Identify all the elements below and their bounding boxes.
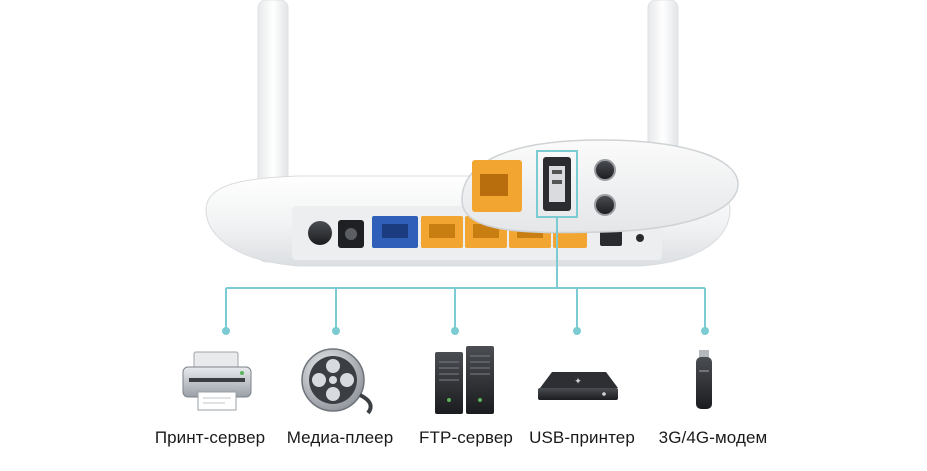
device-label-usb-printer: USB-принтер <box>529 428 635 447</box>
zoomed-button-top-icon <box>594 159 616 181</box>
server-tower-icon <box>435 346 494 414</box>
connector-dots <box>222 327 709 335</box>
device-label-3g-4g-modem: 3G/4G-модем <box>658 428 768 447</box>
svg-text:✦: ✦ <box>574 377 582 387</box>
film-reel-icon <box>301 348 373 415</box>
device-label-print-server: Принт-сервер <box>154 428 266 447</box>
magnifier-lens <box>461 139 739 234</box>
printer-icon <box>182 351 252 411</box>
device-label-ftp-server: FTP-сервер <box>419 428 513 447</box>
device-label-media-player: Медиа-плеер <box>286 428 394 447</box>
set-top-box-icon: ✦ <box>538 372 618 400</box>
zoomed-button-bottom-icon <box>594 194 616 216</box>
power-button-icon <box>308 221 332 245</box>
router-image <box>205 0 739 267</box>
usb-modem-icon <box>696 350 712 409</box>
reset-hole-icon <box>636 234 644 242</box>
connector-tree <box>225 217 706 330</box>
